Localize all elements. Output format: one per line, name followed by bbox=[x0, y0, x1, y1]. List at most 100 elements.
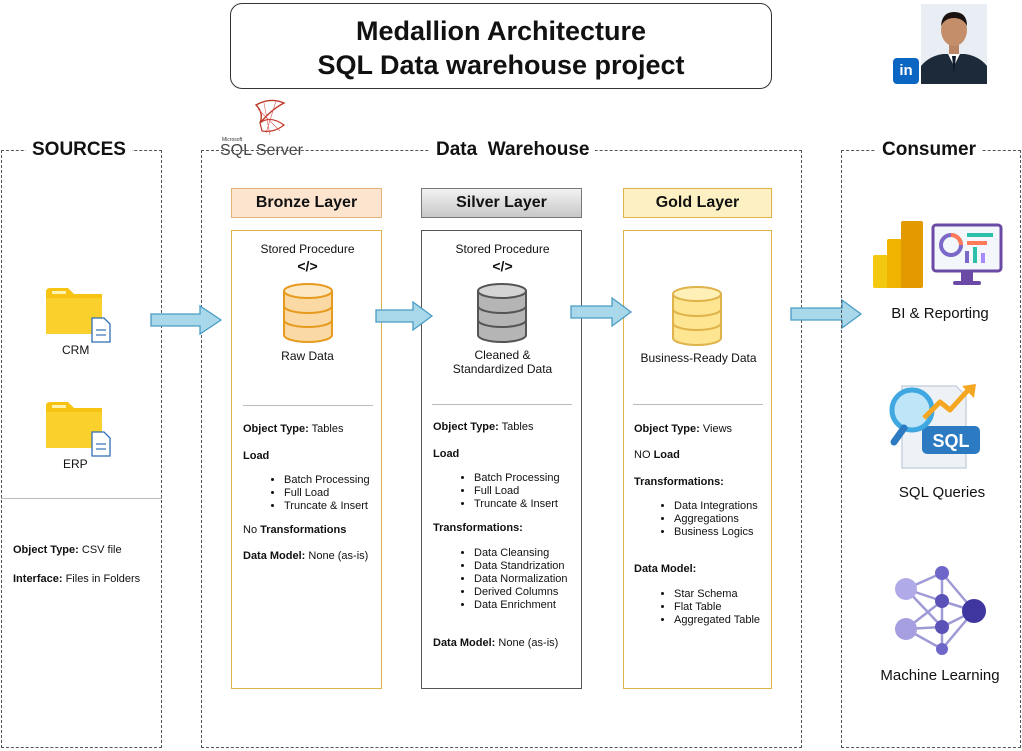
bronze-load-list: Batch ProcessingFull LoadTruncate & Inse… bbox=[254, 474, 409, 513]
avatar bbox=[921, 4, 987, 84]
gold-transform-label: Transformations: bbox=[634, 476, 724, 488]
gold-object-type-value: Views bbox=[699, 423, 733, 435]
gold-transform-item: Aggregations bbox=[674, 513, 799, 526]
avatar-icon bbox=[921, 12, 987, 84]
erp-label: ERP bbox=[63, 457, 88, 471]
silver-transform-list: Data CleansingData StandrizationData Nor… bbox=[444, 547, 609, 612]
sqlserver-vendor: Microsoft bbox=[222, 137, 243, 143]
silver-transform-item: Data Enrichment bbox=[474, 599, 609, 612]
silver-load-item: Full Load bbox=[474, 485, 609, 498]
bronze-transformations: No Transformations bbox=[243, 524, 346, 536]
gold-load-label: Load bbox=[653, 449, 680, 461]
silver-transform-item: Data Normalization bbox=[474, 573, 609, 586]
silver-divider bbox=[432, 404, 572, 405]
machine-learning-label: Machine Learning bbox=[880, 667, 1000, 684]
sources-object-type-value: CSV file bbox=[78, 544, 122, 556]
gold-load-prefix: NO bbox=[634, 449, 654, 461]
bronze-object-type-label: Object Type: bbox=[243, 423, 309, 435]
sources-title: SOURCES bbox=[26, 139, 132, 161]
sql-queries-label: SQL Queries bbox=[898, 484, 986, 501]
bronze-layer-box: Stored Procedure </> Raw Data Object Typ… bbox=[231, 230, 382, 689]
bronze-model-label: Data Model: bbox=[243, 550, 306, 562]
bronze-data-label: Raw Data bbox=[281, 349, 334, 363]
bronze-transform-prefix: No bbox=[243, 524, 261, 536]
silver-transform-item: Derived Columns bbox=[474, 586, 609, 599]
gold-object-type: Object Type: Views bbox=[634, 423, 732, 435]
gold-database-icon bbox=[672, 286, 722, 346]
gold-layer-box: Business-Ready Data Object Type: Views N… bbox=[623, 230, 772, 689]
sql-queries-icon: SQL bbox=[889, 384, 980, 469]
bronze-model-value: None (as-is) bbox=[305, 550, 369, 562]
gold-model-list: Star SchemaFlat TableAggregated Table bbox=[644, 588, 799, 627]
sqlserver-logo-icon bbox=[254, 99, 286, 136]
folder-icon bbox=[46, 288, 111, 343]
silver-transform-item: Data Standrization bbox=[474, 560, 609, 573]
gold-transform-list: Data IntegrationsAggregationsBusiness Lo… bbox=[644, 500, 799, 539]
crm-label: CRM bbox=[62, 343, 90, 357]
silver-load: Load bbox=[433, 448, 460, 460]
title-line-1: Medallion Architecture bbox=[355, 16, 647, 46]
silver-layer-header: Silver Layer bbox=[421, 188, 582, 218]
gold-model-item: Star Schema bbox=[674, 588, 799, 601]
sources-interface-value: Files in Folders bbox=[62, 573, 141, 585]
gold-transform-item: Business Logics bbox=[674, 526, 799, 539]
bronze-object-type-value: Tables bbox=[308, 423, 344, 435]
bronze-object-type: Object Type: Tables bbox=[243, 423, 343, 435]
gold-model-item: Aggregated Table bbox=[674, 614, 799, 627]
silver-load-item: Truncate & Insert bbox=[474, 498, 609, 511]
gold-data-label: Business-Ready Data bbox=[640, 351, 757, 365]
machine-learning-icon bbox=[895, 566, 986, 655]
bronze-load-item: Full Load bbox=[284, 487, 409, 500]
silver-object-type: Object Type: Tables bbox=[433, 421, 533, 433]
gold-load: NO Load bbox=[634, 449, 680, 461]
arrow-sources-to-bronze bbox=[150, 304, 223, 336]
bronze-load: Load bbox=[243, 450, 270, 462]
bronze-layer-header: Bronze Layer bbox=[231, 188, 382, 218]
gold-layer-header: Gold Layer bbox=[623, 188, 772, 218]
gold-model-label: Data Model: bbox=[634, 563, 697, 575]
gold-model-item: Flat Table bbox=[674, 601, 799, 614]
sources-divider bbox=[1, 498, 162, 499]
bronze-data-model: Data Model: None (as-is) bbox=[243, 550, 368, 562]
bronze-transform-label: Transformations bbox=[260, 524, 347, 536]
linkedin-icon[interactable]: in bbox=[893, 58, 919, 84]
silver-object-type-value: Tables bbox=[498, 421, 534, 433]
crm-folder[interactable] bbox=[46, 288, 112, 344]
bronze-load-item: Truncate & Insert bbox=[284, 500, 409, 513]
sources-object-type: Object Type: CSV file bbox=[13, 544, 122, 556]
bronze-code-icon: </> bbox=[297, 258, 318, 274]
bi-reporting-label: BI & Reporting bbox=[891, 305, 989, 322]
consumer-title: Consumer bbox=[876, 139, 982, 161]
gold-transform-item: Data Integrations bbox=[674, 500, 799, 513]
gold-divider bbox=[633, 404, 763, 405]
silver-object-type-label: Object Type: bbox=[433, 421, 499, 433]
gold-object-type-label: Object Type: bbox=[634, 423, 700, 435]
silver-transform-item: Data Cleansing bbox=[474, 547, 609, 560]
bronze-load-item: Batch Processing bbox=[284, 474, 409, 487]
silver-data-model: Data Model: None (as-is) bbox=[433, 637, 558, 649]
arrow-bronze-to-silver bbox=[375, 300, 434, 332]
bronze-database-icon bbox=[283, 283, 333, 343]
silver-proc: Stored Procedure bbox=[455, 242, 550, 256]
title-box: Medallion Architecture SQL Data warehous… bbox=[230, 3, 772, 89]
silver-code-icon: </> bbox=[492, 258, 513, 274]
silver-transform-label: Transformations: bbox=[433, 522, 523, 534]
sql-badge-text: SQL bbox=[932, 431, 969, 451]
title-line-2: SQL Data warehouse project bbox=[317, 50, 685, 80]
erp-folder[interactable] bbox=[46, 402, 112, 458]
bi-reporting-icon bbox=[873, 221, 1003, 288]
sources-object-type-label: Object Type: bbox=[13, 544, 79, 556]
arrow-gold-to-consumer bbox=[790, 298, 863, 330]
silver-layer-box: Stored Procedure </> Cleaned & Standardi… bbox=[421, 230, 582, 689]
silver-model-value: None (as-is) bbox=[495, 637, 559, 649]
silver-load-list: Batch ProcessingFull LoadTruncate & Inse… bbox=[444, 472, 609, 511]
folder-icon bbox=[46, 402, 111, 457]
warehouse-title: Data Warehouse bbox=[430, 139, 596, 161]
linkedin-badge-text: in bbox=[899, 62, 913, 79]
silver-load-item: Batch Processing bbox=[474, 472, 609, 485]
silver-model-label: Data Model: bbox=[433, 637, 496, 649]
sources-interface: Interface: Files in Folders bbox=[13, 573, 140, 585]
silver-data-label-1: Cleaned & bbox=[474, 348, 531, 362]
silver-database-icon bbox=[477, 283, 527, 343]
arrow-silver-to-gold bbox=[570, 296, 633, 328]
